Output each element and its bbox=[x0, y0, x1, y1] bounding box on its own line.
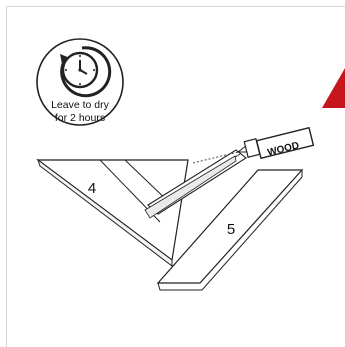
part-5-label: 5 bbox=[227, 221, 235, 238]
part-4-label: 4 bbox=[88, 180, 96, 197]
dry-time-badge: Leave to dry for 2 hours bbox=[36, 38, 124, 126]
part-5-board: 5 bbox=[156, 169, 304, 291]
dry-text-line2: for 2 hours bbox=[55, 112, 105, 124]
panel-frame bbox=[6, 6, 345, 347]
glue-tube-icon: WOOD bbox=[192, 126, 315, 164]
part-4-board: 4 bbox=[36, 158, 189, 268]
clock-refresh-icon bbox=[60, 46, 112, 98]
warning-triangle-icon bbox=[322, 68, 345, 108]
dry-text-line1: Leave to dry bbox=[51, 99, 110, 111]
glue-strip bbox=[144, 149, 247, 219]
